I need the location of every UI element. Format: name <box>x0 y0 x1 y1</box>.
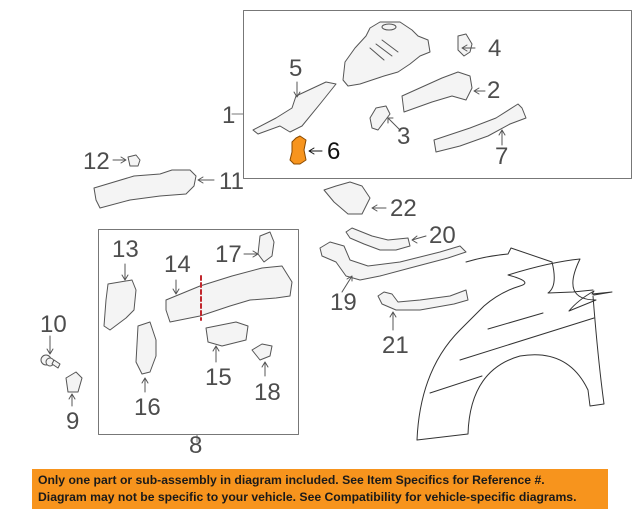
callout-7: 7 <box>495 143 509 170</box>
bolt-part-10 <box>40 354 61 369</box>
disclaimer-line-1: Only one part or sub-assembly in diagram… <box>38 473 545 487</box>
callout-5: 5 <box>289 55 303 82</box>
callout-10: 10 <box>40 311 67 338</box>
callout-19: 19 <box>330 289 357 316</box>
diagram-artwork <box>40 10 632 443</box>
callout-8: 8 <box>189 432 203 459</box>
group-box-1 <box>243 10 632 179</box>
callout-20: 20 <box>429 222 456 249</box>
callout-4: 4 <box>488 35 502 62</box>
fender-part <box>416 258 613 441</box>
callout-13: 13 <box>112 236 139 263</box>
callout-2: 2 <box>487 77 501 104</box>
disclaimer-line-2: Diagram may not be specific to your vehi… <box>38 490 577 504</box>
callout-1: 1 <box>222 102 236 129</box>
callout-3: 3 <box>397 123 411 150</box>
callout-17: 17 <box>215 241 242 268</box>
callout-16: 16 <box>134 394 161 421</box>
disclaimer-banner: Only one part or sub-assembly in diagram… <box>32 469 608 509</box>
callout-22: 22 <box>390 195 417 222</box>
callout-18: 18 <box>254 379 281 406</box>
part-6-highlighted <box>289 135 307 165</box>
callout-6-highlighted: 6 <box>327 138 341 165</box>
wheelhouse-apron-part <box>342 21 431 87</box>
callout-11: 11 <box>219 168 244 195</box>
callout-12: 12 <box>83 148 110 175</box>
leader-lines <box>46 44 506 407</box>
callout-21: 21 <box>382 332 409 359</box>
callout-15: 15 <box>205 364 232 391</box>
group-box-8 <box>98 229 299 435</box>
parts-diagram: 1 2 3 4 5 6 7 8 9 10 11 12 13 14 15 16 1… <box>40 10 632 459</box>
callout-9: 9 <box>66 408 80 435</box>
callout-14: 14 <box>164 251 191 278</box>
